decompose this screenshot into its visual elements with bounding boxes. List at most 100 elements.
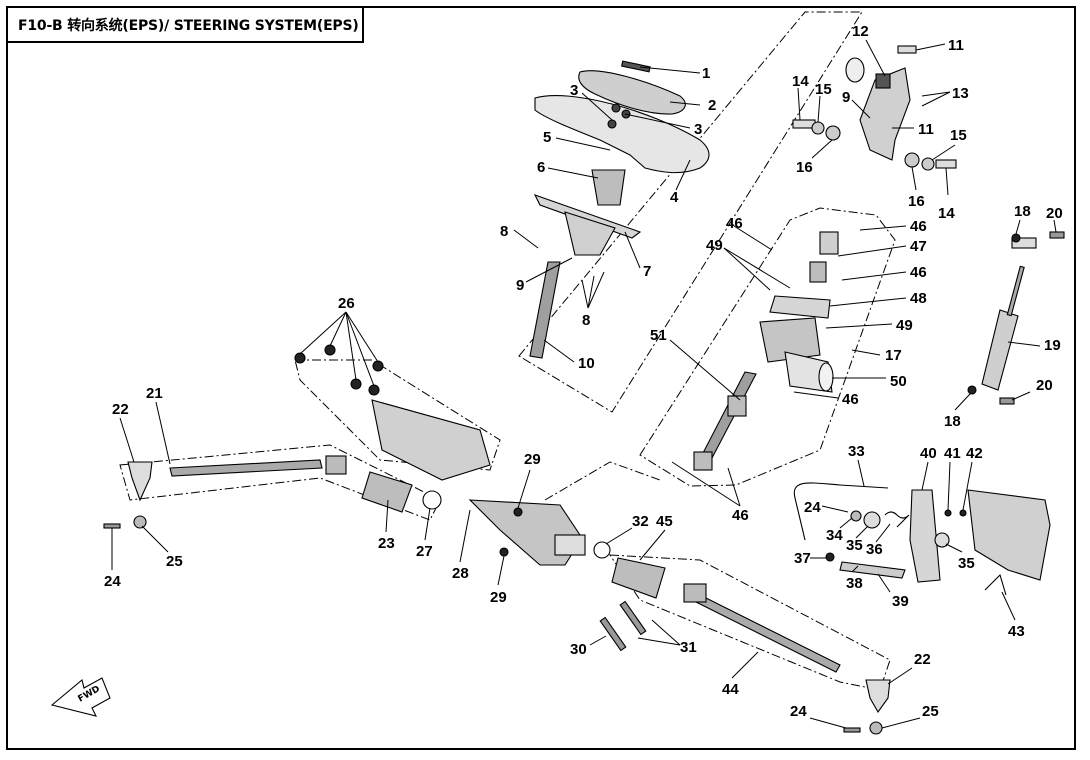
bushing-16b	[904, 152, 920, 168]
nut-41	[944, 509, 952, 517]
leader-46c	[793, 391, 839, 399]
forward-direction-arrow: FWD	[50, 677, 111, 717]
callout-13: 13	[952, 85, 969, 102]
callout-35a: 35	[846, 537, 863, 554]
leader-49b	[723, 247, 771, 291]
callout-49b: 49	[896, 317, 913, 334]
leader-29a	[517, 469, 531, 509]
callout-8b: 8	[582, 312, 590, 329]
steering-damper-assembly	[967, 231, 1065, 405]
mount-plate-48	[769, 295, 831, 319]
inner-tie-rod-left	[325, 455, 347, 475]
callout-24b: 24	[804, 499, 821, 516]
tilt-cable	[793, 482, 889, 541]
leader-8c	[587, 275, 595, 309]
callout-47: 47	[910, 238, 927, 255]
pin-11	[897, 45, 917, 54]
leader-21	[155, 401, 171, 465]
nut-26c	[350, 378, 362, 390]
callout-34: 34	[826, 527, 843, 544]
leader-46a	[859, 225, 907, 231]
leader-rack-to-column	[544, 461, 661, 501]
damper-bracket-top	[1011, 237, 1037, 249]
lower-u-joint-upper	[727, 395, 747, 417]
boot-right	[611, 557, 666, 599]
drawing-frame	[6, 6, 1076, 750]
cotter-pin-24c	[843, 727, 861, 733]
leader-9a	[525, 257, 573, 283]
callout-18b: 18	[944, 413, 961, 430]
leader-17	[851, 349, 881, 356]
callout-3b: 3	[694, 121, 702, 138]
boot-left	[361, 471, 413, 513]
bolt-20b	[999, 397, 1015, 405]
callout-20b: 20	[1036, 377, 1053, 394]
callout-14b: 14	[938, 205, 955, 222]
leader-41	[947, 461, 951, 511]
nut-3c	[611, 103, 621, 113]
leader-46d	[727, 467, 741, 507]
callout-10: 10	[578, 355, 595, 372]
bolt-31	[619, 600, 647, 636]
callout-3a: 3	[570, 82, 578, 99]
nut-3a	[607, 119, 617, 129]
bolt-30	[599, 616, 627, 652]
callout-24a: 24	[104, 573, 121, 590]
washer-34	[850, 510, 862, 522]
pivot-bracket-40	[909, 489, 941, 583]
bolt-29a	[513, 507, 523, 517]
eps-gearbox-housing	[759, 317, 821, 363]
tilt-bracket-assembly	[792, 45, 957, 171]
tie-rod-end-left	[127, 461, 153, 502]
leader-30	[589, 635, 607, 646]
leader-15b	[931, 144, 956, 161]
leader-26b	[329, 311, 347, 347]
lower-u-joint-lower	[693, 451, 713, 471]
callout-31: 31	[680, 639, 697, 656]
callout-16a: 16	[796, 159, 813, 176]
leader-46f	[733, 225, 773, 251]
callout-12: 12	[852, 23, 869, 40]
callout-40: 40	[920, 445, 937, 462]
leader-35b	[945, 543, 963, 553]
nut-26b	[324, 344, 336, 356]
nut-26e	[372, 360, 384, 372]
leader-31b	[651, 619, 681, 646]
leader-25a	[141, 525, 169, 553]
clamp-32	[593, 541, 611, 559]
callout-30: 30	[570, 641, 587, 658]
leader-12	[865, 39, 886, 77]
leader-8a	[513, 229, 539, 249]
steering-wheel-assembly	[529, 60, 710, 359]
callout-29a: 29	[524, 451, 541, 468]
callout-25a: 25	[166, 553, 183, 570]
leader-26d	[345, 311, 375, 387]
callout-45: 45	[656, 513, 673, 530]
cotter-pin-24a	[103, 523, 121, 529]
leader-4	[675, 159, 691, 191]
callout-23: 23	[378, 535, 395, 552]
callout-26: 26	[338, 295, 355, 312]
callout-18a: 18	[1014, 203, 1031, 220]
eps-column-assembly	[693, 231, 839, 471]
frame-bracket	[967, 489, 1051, 581]
leader-26e	[345, 311, 379, 363]
leader-31a	[637, 637, 681, 646]
inner-tie-rod-right	[683, 583, 707, 603]
leader-1	[639, 66, 701, 74]
damper-body	[981, 309, 1019, 391]
tilt-bracket	[859, 67, 911, 161]
callout-38: 38	[846, 575, 863, 592]
leader-46e	[671, 461, 741, 507]
bolt-14b	[935, 159, 957, 169]
rack-bar-right	[695, 594, 841, 673]
leader-22b	[887, 667, 913, 685]
leader-46b	[841, 271, 907, 281]
leader-35a	[855, 525, 869, 539]
bolt-29b	[499, 547, 509, 557]
bushing-15a	[811, 121, 825, 135]
callout-11b: 11	[918, 121, 934, 138]
callout-51: 51	[650, 327, 667, 344]
callout-9b: 9	[842, 89, 850, 106]
bushing-35b	[934, 532, 950, 548]
